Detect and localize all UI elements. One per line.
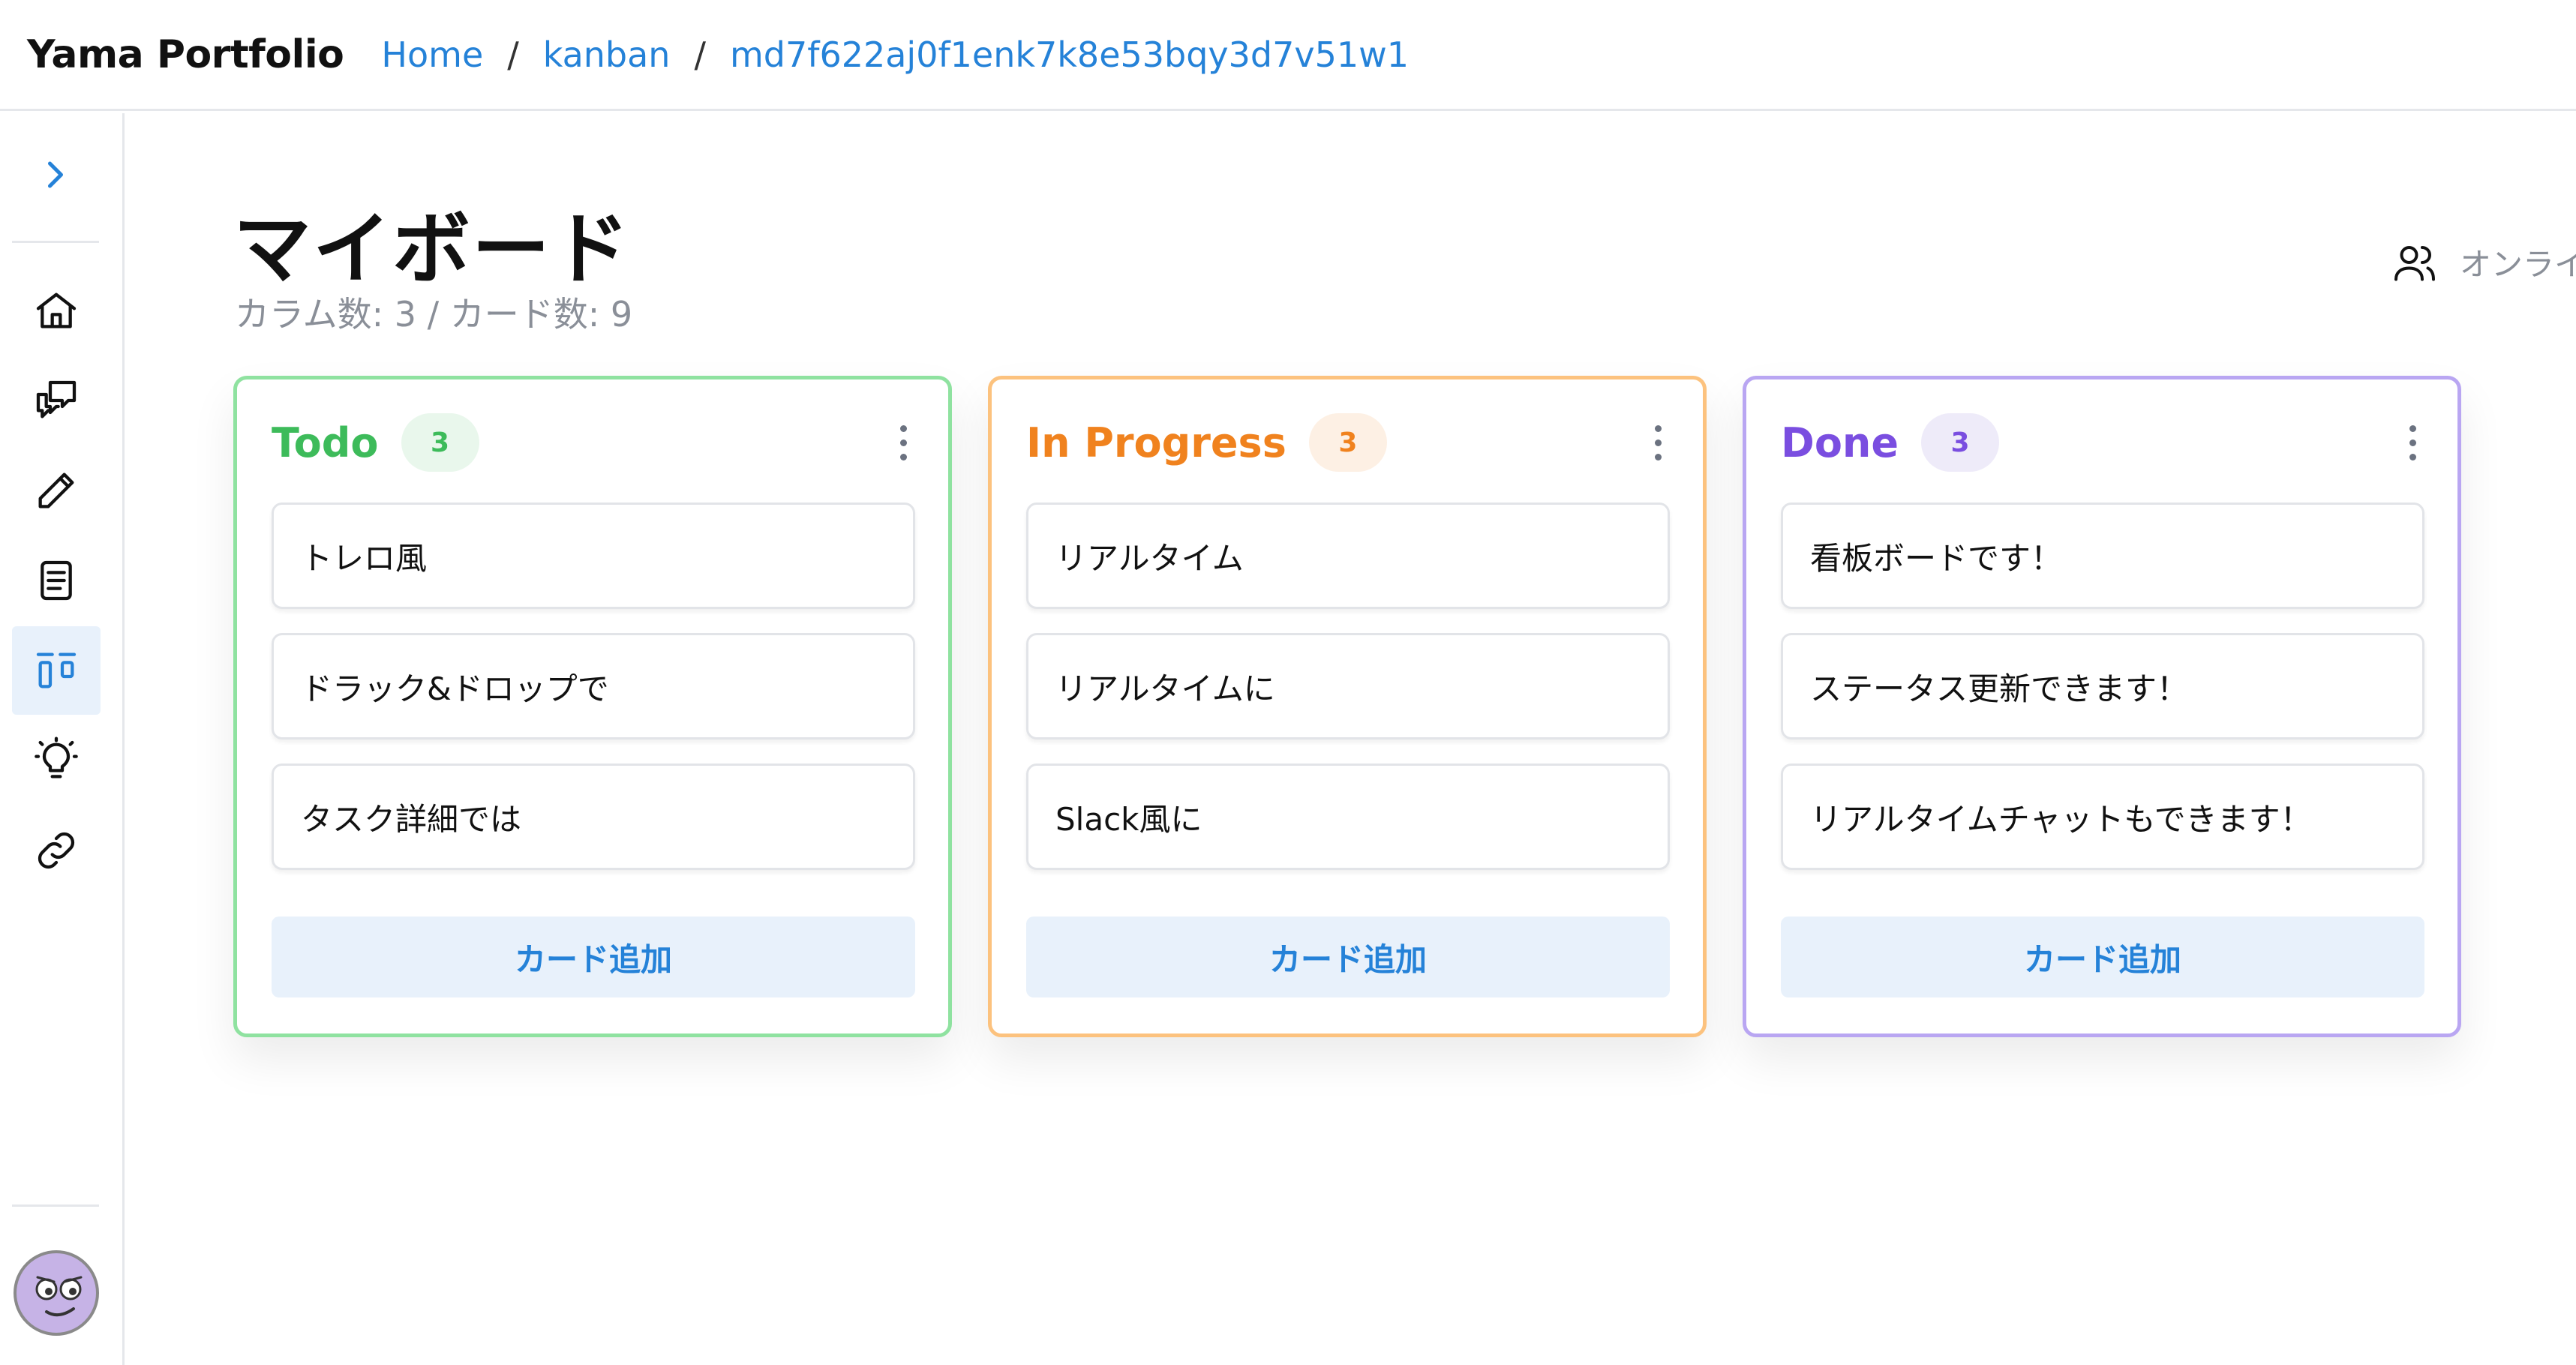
sidebar-item-chat[interactable] — [12, 356, 101, 445]
more-vertical-icon[interactable] — [888, 412, 918, 472]
column-count-badge: 3 — [1308, 413, 1387, 472]
breadcrumb-home[interactable]: Home — [381, 34, 484, 75]
kanban-card[interactable]: ドラック&ドロップで — [272, 633, 915, 740]
add-card-button[interactable]: カード追加 — [1026, 916, 1670, 998]
sidebar-item-ideas[interactable] — [12, 716, 101, 805]
pencil-icon — [38, 472, 74, 508]
column-done: Done 3 看板ボードです！ ステータス更新できます！ リアルタイムチャットも… — [1743, 376, 2461, 1037]
home-icon — [36, 292, 77, 328]
more-vertical-icon[interactable] — [1643, 412, 1673, 472]
column-count-badge: 3 — [1921, 413, 1999, 472]
sidebar-divider — [12, 1204, 99, 1207]
breadcrumb: Home / kanban / md7f622aj0f1enk7k8e53bqy… — [381, 34, 1409, 75]
online-label: オンライ — [2460, 246, 2576, 283]
kanban-card[interactable]: リアルタイムに — [1026, 633, 1670, 740]
breadcrumb-board-id[interactable]: md7f622aj0f1enk7k8e53bqy3d7v51w1 — [729, 34, 1410, 75]
top-bar: Yama Portfolio Home / kanban / md7f622aj… — [0, 0, 2576, 111]
kanban-card[interactable]: リアルタイムチャットもできます！ — [1781, 764, 2424, 870]
sidebar-item-home[interactable] — [12, 266, 101, 355]
sidebar-item-links[interactable] — [12, 806, 101, 895]
column-header: In Progress 3 — [1026, 412, 1673, 472]
add-card-button[interactable]: カード追加 — [272, 916, 915, 998]
column-header: Todo 3 — [272, 412, 918, 472]
column-in-progress: In Progress 3 リアルタイム リアルタイムに Slack風に カード… — [988, 376, 1707, 1037]
column-title: Done — [1781, 418, 1899, 466]
kanban-card[interactable]: ステータス更新できます！ — [1781, 633, 2424, 740]
chevron-right-icon[interactable] — [33, 152, 78, 197]
user-avatar-icon[interactable] — [14, 1250, 99, 1336]
breadcrumb-separator: / — [507, 34, 519, 75]
document-icon — [41, 560, 72, 601]
page-title: マイボード — [233, 203, 632, 295]
sidebar-item-docs[interactable] — [12, 536, 101, 625]
more-vertical-icon[interactable] — [2397, 412, 2427, 472]
kanban-card[interactable]: タスク詳細では — [272, 764, 915, 870]
column-title: In Progress — [1026, 418, 1286, 466]
brand-title[interactable]: Yama Portfolio — [27, 32, 344, 77]
link-icon — [38, 832, 75, 869]
column-title: Todo — [272, 418, 379, 466]
online-users[interactable]: オンライ — [2392, 239, 2576, 285]
sidebar-item-kanban[interactable] — [12, 626, 101, 715]
lightbulb-icon — [35, 736, 78, 778]
sidebar-item-edit[interactable] — [12, 446, 101, 535]
add-card-button[interactable]: カード追加 — [1781, 916, 2424, 998]
sidebar — [0, 113, 125, 1365]
chat-icon — [36, 380, 77, 418]
users-icon — [2394, 245, 2435, 280]
kanban-card[interactable]: トレロ風 — [272, 502, 915, 609]
kanban-card[interactable]: Slack風に — [1026, 764, 1670, 870]
kanban-icon — [36, 652, 77, 688]
column-count-badge: 3 — [401, 413, 479, 472]
column-todo: Todo 3 トレロ風 ドラック&ドロップで タスク詳細では カード追加 — [233, 376, 952, 1037]
board-stats: カラム数: 3 / カード数: 9 — [235, 294, 633, 334]
kanban-card[interactable]: リアルタイム — [1026, 502, 1670, 609]
breadcrumb-kanban[interactable]: kanban — [542, 34, 671, 75]
column-header: Done 3 — [1781, 412, 2427, 472]
main-content: マイボード カラム数: 3 / カード数: 9 オンライ Todo 3 トレロ風… — [127, 113, 2576, 1365]
sidebar-divider — [12, 241, 99, 243]
breadcrumb-separator: / — [694, 34, 706, 75]
kanban-card[interactable]: 看板ボードです！ — [1781, 502, 2424, 609]
